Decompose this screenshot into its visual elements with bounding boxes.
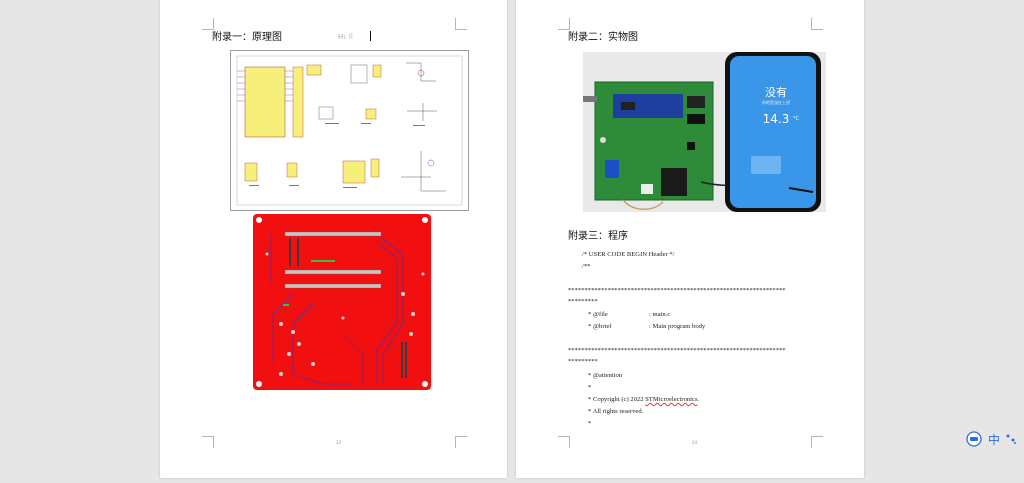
pinyin-ime-icon[interactable] bbox=[966, 431, 982, 447]
code-line[interactable]: /* USER CODE BEGIN Header */ bbox=[582, 251, 675, 258]
phone-temperature-unit: °C bbox=[793, 116, 799, 122]
code-line[interactable]: /** bbox=[582, 263, 591, 270]
ime-toolbar[interactable]: 中 bbox=[964, 430, 1020, 448]
hardware-photo-image[interactable]: 没有 你的室温在上班 14.3 °C bbox=[583, 52, 826, 212]
page-corner-mark bbox=[455, 436, 467, 448]
page-corner-mark bbox=[202, 436, 214, 448]
document-page-24: 附录二：实物图 没有 你的室温在上班 14.3 °C bbox=[516, 0, 864, 478]
phone-status-text: 没有 bbox=[765, 86, 787, 99]
copyright-suffix: . bbox=[697, 396, 700, 403]
page-number: 23 bbox=[336, 440, 342, 445]
code-line[interactable]: : Main program body bbox=[649, 323, 706, 330]
code-line[interactable]: * bbox=[588, 420, 592, 427]
code-line[interactable]: * @brief bbox=[588, 323, 612, 330]
page-corner-mark bbox=[202, 18, 214, 30]
copyright-company: STMicroelectronics bbox=[645, 396, 698, 403]
code-line-copyright[interactable]: * Copyright (c) 2022 STMicroelectronics. bbox=[588, 396, 699, 404]
phone-screen bbox=[730, 56, 816, 208]
document-page-23: H₁ ⠿ 附录一：原理图 bbox=[160, 0, 507, 478]
page-corner-mark bbox=[811, 18, 823, 30]
paragraph-drag-handle[interactable]: H₁ ⠿ bbox=[338, 33, 354, 41]
code-line[interactable]: : main.c bbox=[649, 311, 671, 318]
copyright-prefix: * Copyright (c) 2022 bbox=[588, 396, 646, 403]
page-corner-mark bbox=[558, 18, 570, 30]
page-number: 24 bbox=[692, 440, 698, 445]
code-line[interactable]: ****************************************… bbox=[568, 347, 786, 354]
ime-language-label[interactable]: 中 bbox=[988, 433, 1001, 447]
code-line[interactable]: * All rights reserved. bbox=[588, 408, 644, 415]
appendix1-heading[interactable]: 附录一：原理图 bbox=[212, 32, 282, 43]
code-line[interactable]: ****************************************… bbox=[568, 287, 786, 294]
page-corner-mark bbox=[811, 436, 823, 448]
appendix3-heading[interactable]: 附录三：程序 bbox=[568, 231, 628, 242]
phone-temperature-value: 14.3 bbox=[762, 112, 790, 126]
text-cursor bbox=[370, 31, 371, 41]
pcb-layout-image[interactable] bbox=[253, 214, 431, 390]
phone-status-subtext: 你的室温在上班 bbox=[762, 100, 790, 105]
schematic-drawing bbox=[236, 55, 463, 206]
code-line[interactable]: ********* bbox=[568, 358, 598, 365]
code-line[interactable]: * @file bbox=[588, 311, 608, 318]
code-line[interactable]: ********* bbox=[568, 298, 598, 305]
appendix2-heading[interactable]: 附录二：实物图 bbox=[568, 32, 638, 43]
ime-dots-icon[interactable] bbox=[1005, 433, 1017, 445]
hardware-photo-drawing bbox=[583, 52, 826, 212]
page-corner-mark bbox=[455, 18, 467, 30]
code-line[interactable]: * bbox=[588, 384, 592, 391]
page-corner-mark bbox=[558, 436, 570, 448]
schematic-diagram-image[interactable] bbox=[230, 50, 469, 211]
pcb-drawing bbox=[256, 217, 428, 387]
code-line[interactable]: * @attention bbox=[588, 372, 623, 379]
